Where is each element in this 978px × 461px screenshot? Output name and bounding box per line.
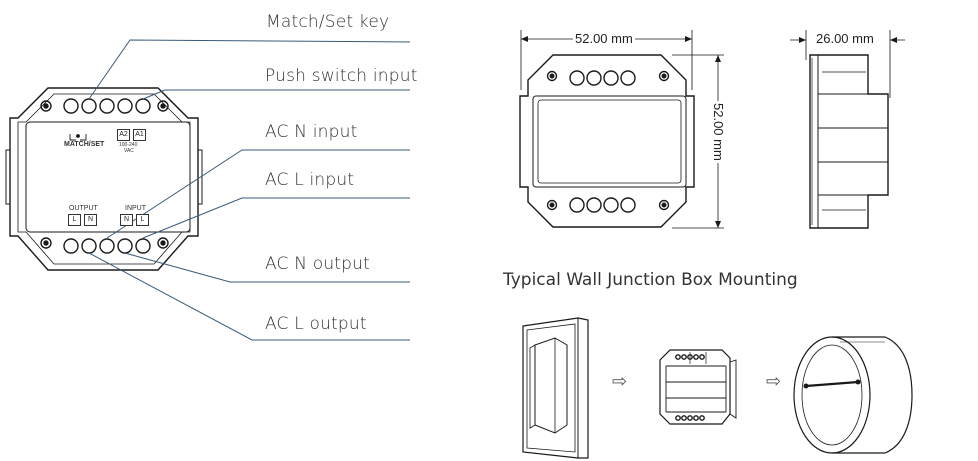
dim-depth: 26.00 mm (814, 31, 876, 46)
label-match-set: MATCH/SET (64, 141, 105, 148)
callout-ac-n-input: AC N input (265, 122, 358, 142)
leader-match-set (88, 39, 411, 100)
mounting-title: Typical Wall Junction Box Mounting (503, 270, 798, 290)
front-view-device (5, 87, 203, 271)
dimension-front-view (519, 30, 724, 229)
module-illustration (659, 349, 737, 425)
callout-ac-l-output: AC L output (265, 314, 367, 334)
label-a2: A2 (117, 129, 130, 141)
label-output: OUTPUT (69, 205, 98, 212)
arrow-1-icon: ⇨ (612, 371, 628, 392)
label-input: INPUT (125, 205, 146, 212)
leader-ac-n-output (124, 252, 410, 283)
dimension-side-view (790, 30, 905, 229)
leader-ac-l-input (142, 197, 410, 239)
label-a1: A1 (133, 129, 146, 141)
leader-ac-l-output (88, 252, 410, 341)
leader-ac-n-input (106, 149, 410, 239)
dim-width: 52.00 mm (573, 31, 635, 46)
dim-height: 52.00 mm (711, 101, 726, 163)
label-in-l: L (136, 214, 149, 226)
label-in-n: N (120, 214, 133, 226)
wall-switch-illustration (522, 317, 589, 459)
label-out-l: L (68, 214, 81, 226)
leader-lines (88, 39, 411, 341)
label-voltage-1: 100-240 (119, 142, 138, 148)
callout-ac-l-input: AC L input (265, 170, 355, 190)
junction-box-illustration (793, 336, 913, 454)
callout-match-set-key: Match/Set key (266, 12, 390, 32)
leader-push-switch (142, 89, 410, 100)
callout-push-switch-input: Push switch input (265, 66, 418, 86)
label-out-n: N (84, 214, 97, 226)
label-voltage-2: VAC (124, 148, 134, 154)
arrow-2-icon: ⇨ (766, 371, 782, 392)
callout-ac-n-output: AC N output (265, 254, 370, 274)
